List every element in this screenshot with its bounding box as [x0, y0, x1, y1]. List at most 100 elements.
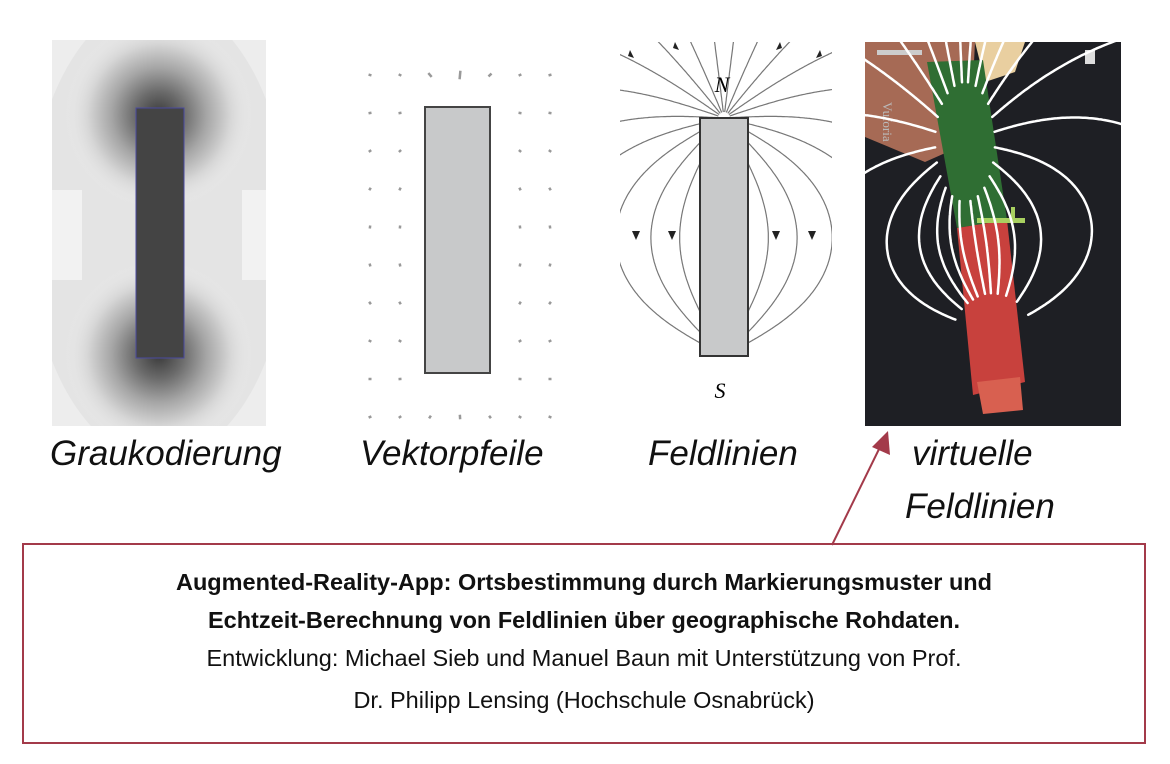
info-credits-line1: Entwicklung: Michael Sieb und Manuel Bau…	[206, 645, 962, 671]
virtual-field-line	[944, 42, 956, 88]
virtual-field-line	[958, 199, 979, 298]
vector-arrow	[548, 187, 552, 191]
virtual-field-line	[991, 42, 1117, 119]
vector-arrow	[488, 415, 492, 419]
virtual-field-line	[899, 42, 944, 106]
field-direction-arrow	[673, 42, 679, 50]
field-line	[620, 89, 719, 117]
vector-arrow	[487, 72, 493, 78]
vector-arrow	[368, 415, 372, 419]
vector-arrow	[398, 339, 402, 343]
field-line	[657, 42, 721, 114]
vector-arrow	[458, 70, 462, 80]
vector-arrow	[548, 149, 552, 153]
virtual-field-line	[991, 161, 1043, 303]
vector-arrows-panel	[368, 70, 552, 420]
field-line	[727, 42, 791, 114]
field-line	[690, 42, 723, 113]
field-direction-arrow	[816, 50, 822, 58]
virtual-field-line	[865, 146, 937, 175]
field-line	[650, 121, 722, 354]
vector-arrow	[518, 73, 522, 77]
caption-grey-coding: Graukodierung	[50, 434, 282, 473]
grey-coding-panel	[52, 40, 266, 426]
field-direction-arrow	[808, 231, 816, 240]
info-title-line1: Augmented-Reality-App: Ortsbestimmung du…	[175, 569, 993, 595]
virtual-field-line	[948, 194, 975, 301]
vector-arrow	[518, 415, 522, 419]
pointer-arrow	[831, 431, 890, 546]
virtual-field-line	[981, 42, 1005, 95]
field-line	[725, 42, 758, 113]
vector-arrow	[368, 149, 372, 153]
field-direction-arrow	[668, 231, 676, 240]
virtual-field-line	[917, 175, 963, 311]
vector-arrow	[368, 339, 372, 343]
vector-arrow	[368, 111, 372, 115]
vector-arrow	[548, 339, 552, 343]
virtual-field-line	[969, 199, 987, 296]
field-direction-arrow	[628, 50, 634, 58]
vector-arrow	[398, 301, 402, 305]
field-direction-arrow	[632, 231, 640, 240]
virtual-field-line	[935, 186, 969, 305]
virtual-field-line	[993, 146, 1094, 317]
vector-arrow	[518, 149, 522, 153]
info-title-line2: Echtzeit-Berechnung von Feldlinien über …	[207, 607, 961, 633]
vector-arrow	[518, 339, 522, 343]
vector-arrow	[427, 72, 433, 78]
vector-arrow	[368, 263, 372, 267]
field-line	[713, 42, 724, 113]
vector-arrow	[518, 301, 522, 305]
info-box: Augmented-Reality-App: Ortsbestimmung du…	[22, 543, 1146, 744]
vector-arrow	[548, 415, 552, 419]
field-line	[729, 115, 832, 123]
vector-arrow	[548, 301, 552, 305]
field-line	[729, 88, 832, 117]
field-line	[620, 118, 719, 156]
info-credits-line2: Dr. Philipp Lensing (Hochschule Osnabrüc…	[353, 687, 815, 713]
ar-app-screenshot: Vuforia	[865, 42, 1121, 426]
vector-arrow	[368, 73, 372, 77]
virtual-field-line	[993, 116, 1121, 134]
magnet-bar	[424, 106, 491, 374]
vector-arrow	[518, 263, 522, 267]
field-line	[728, 51, 832, 116]
vector-arrow	[548, 73, 552, 77]
vector-arrow	[368, 187, 372, 191]
virtual-field-line	[986, 42, 1034, 106]
vector-arrow	[398, 187, 402, 191]
field-lines-panel: N S	[620, 42, 832, 403]
virtual-field-line	[974, 42, 987, 88]
south-pole-label: S	[715, 378, 726, 403]
vector-arrow	[428, 414, 432, 420]
caption-field-lines: Feldlinien	[648, 434, 798, 473]
field-line	[620, 53, 720, 116]
vector-arrow	[398, 415, 402, 419]
field-line	[620, 120, 721, 355]
field-direction-arrow	[772, 231, 780, 240]
virtual-field-line	[926, 42, 949, 95]
virtual-field-line	[966, 42, 972, 84]
caption-virtual-line2: Feldlinien	[905, 487, 1055, 526]
vector-arrow	[548, 111, 552, 115]
magnet-bar	[699, 117, 749, 357]
virtual-field-line	[976, 194, 993, 295]
caption-virtual-line1: virtuelle	[912, 434, 1033, 473]
virtual-field-line	[865, 113, 937, 134]
vector-arrow	[368, 301, 372, 305]
vector-arrow	[398, 149, 402, 153]
vector-arrow	[518, 187, 522, 191]
vuforia-watermark: Vuforia	[880, 102, 895, 142]
virtual-field-line	[988, 175, 1017, 297]
caption-vector-arrows: Vektorpfeile	[360, 434, 544, 473]
field-line	[620, 115, 719, 122]
vector-arrow	[398, 263, 402, 267]
virtual-field-line	[865, 58, 939, 119]
vector-arrow	[398, 73, 402, 77]
field-line	[724, 42, 735, 113]
virtual-field-line	[959, 42, 964, 84]
field-direction-arrow	[776, 42, 782, 50]
vector-arrow	[548, 263, 552, 267]
virtual-field-line	[885, 161, 957, 321]
